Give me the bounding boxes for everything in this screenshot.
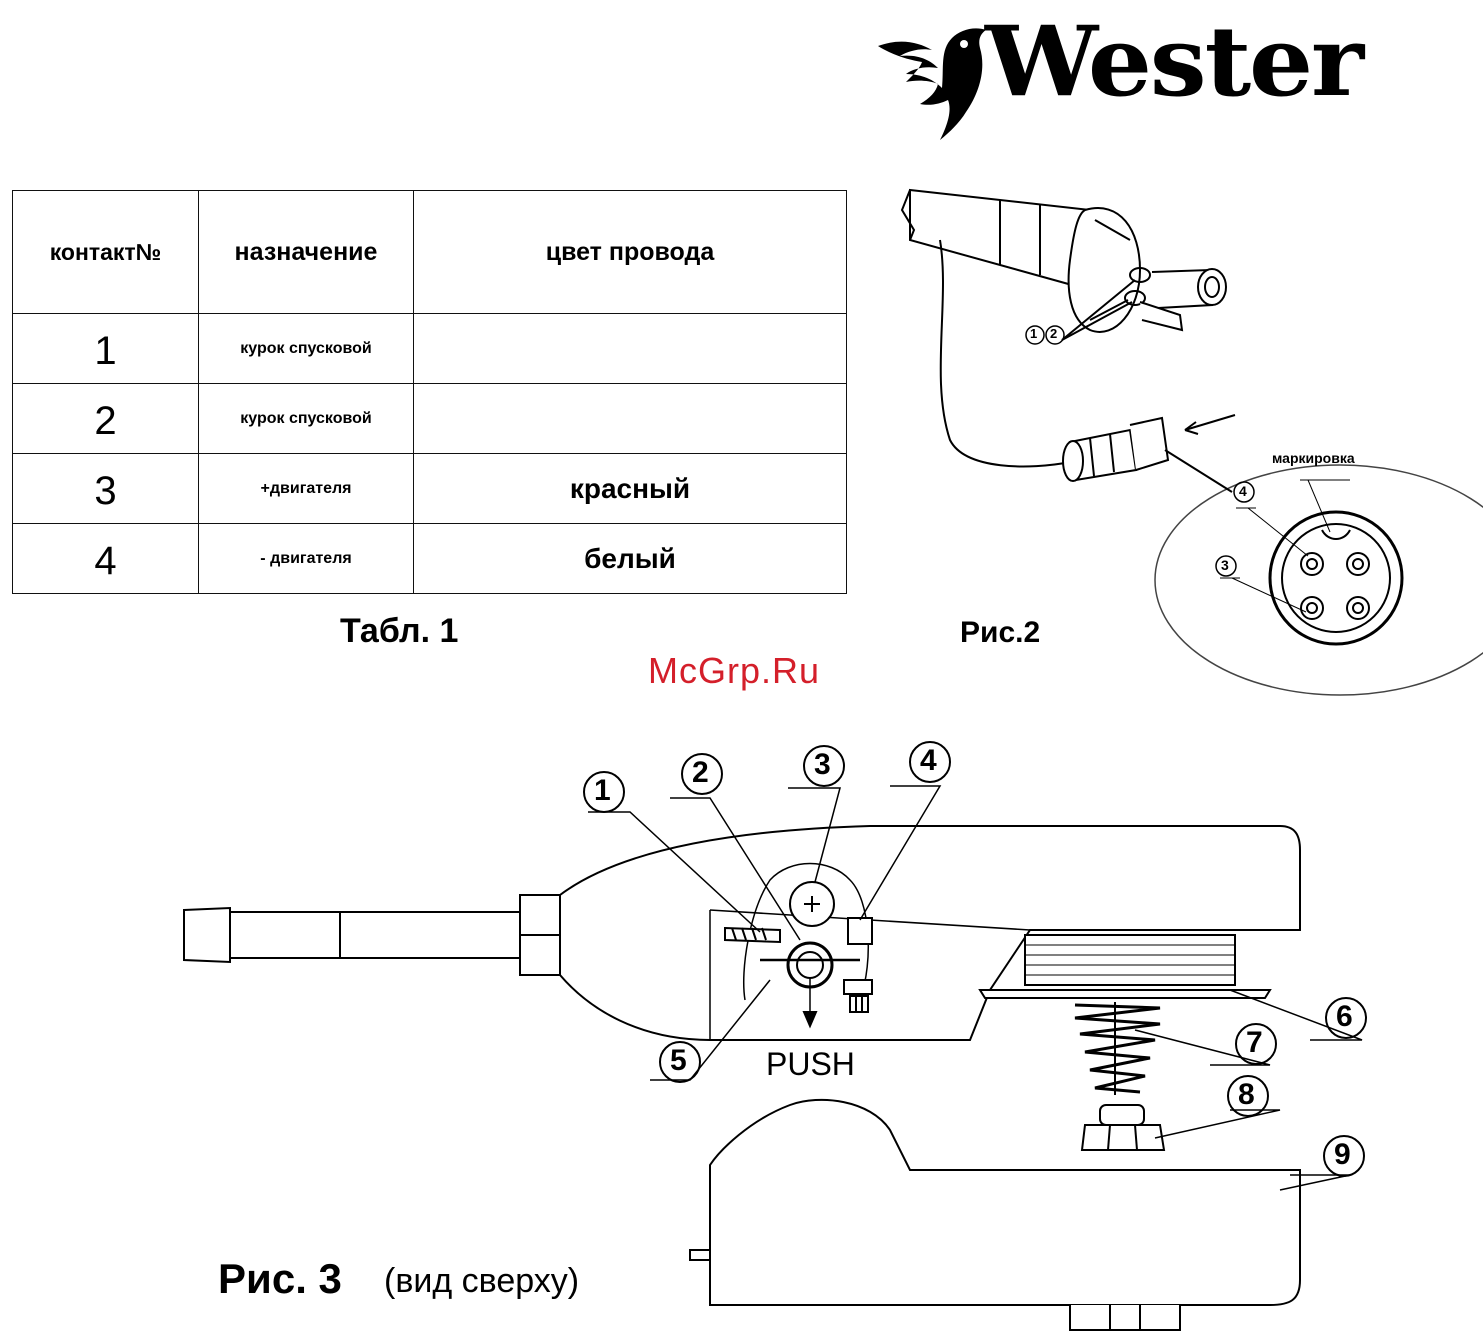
push-label: PUSH: [766, 1046, 855, 1083]
fig2-callout-3: 3: [1221, 557, 1229, 573]
contact-purpose: - двигателя: [199, 524, 414, 594]
fig3-callout-6: 6: [1336, 1000, 1353, 1034]
watermark: McGrp.Ru: [648, 650, 820, 692]
fig3-callout-3: 3: [814, 748, 831, 782]
figure3-subcaption: (вид сверху): [384, 1262, 579, 1301]
table-row: 2 курок спусковой: [13, 384, 847, 454]
contact-number: 1: [13, 314, 199, 384]
header-wire-color: цвет провода: [414, 191, 847, 314]
fig2-callout-4: 4: [1239, 483, 1247, 499]
wire-color: красный: [414, 454, 847, 524]
fig2-callout-1: 1: [1030, 326, 1037, 341]
torch-top-view-diagram: [170, 740, 1370, 1340]
contact-number: 4: [13, 524, 199, 594]
fig3-callout-4: 4: [920, 744, 937, 778]
table-row: 4 - двигателя белый: [13, 524, 847, 594]
fig3-callout-2: 2: [692, 756, 709, 790]
contact-purpose: курок спусковой: [199, 314, 414, 384]
connector-diagram: [890, 180, 1483, 700]
contact-purpose: курок спусковой: [199, 384, 414, 454]
figure3-caption: Рис. 3: [218, 1255, 342, 1303]
fig2-callout-2: 2: [1050, 326, 1057, 341]
table-row: 3 +двигателя красный: [13, 454, 847, 524]
wire-color: белый: [414, 524, 847, 594]
fig3-callout-8: 8: [1238, 1078, 1255, 1112]
fig3-callout-1: 1: [594, 774, 611, 808]
fig3-callout-9: 9: [1334, 1138, 1351, 1172]
fig3-callout-5: 5: [670, 1044, 687, 1078]
wire-color: [414, 314, 847, 384]
logo-wordmark: Wester: [985, 14, 1362, 110]
table-header-row: контакт№ назначение цвет провода: [13, 191, 847, 314]
contact-purpose: +двигателя: [199, 454, 414, 524]
contact-number: 2: [13, 384, 199, 454]
pinout-table: контакт№ назначение цвет провода 1 курок…: [12, 190, 847, 594]
table-row: 1 курок спусковой: [13, 314, 847, 384]
table-caption: Табл. 1: [340, 612, 458, 651]
contact-number: 3: [13, 454, 199, 524]
header-contact: контакт№: [13, 191, 199, 314]
marking-label: маркировка: [1272, 450, 1355, 466]
fig3-callout-7: 7: [1246, 1026, 1263, 1060]
header-purpose: назначение: [199, 191, 414, 314]
wire-color: [414, 384, 847, 454]
